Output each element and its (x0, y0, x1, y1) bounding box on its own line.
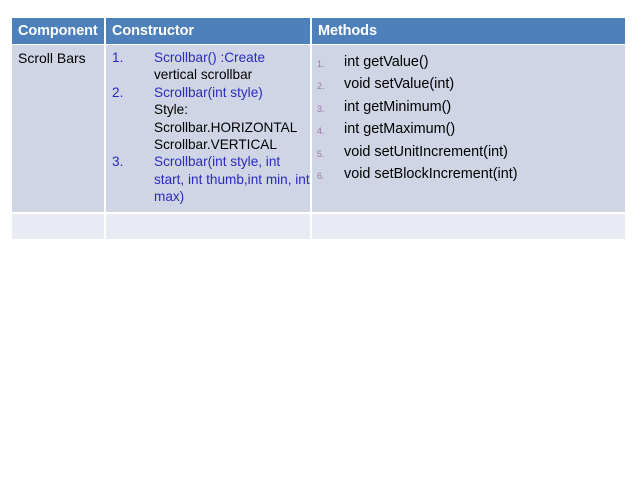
constructor-list-item: Scrollbar() :Create vertical scrollbar (106, 49, 310, 84)
method-list-item: int getMinimum() (317, 98, 452, 118)
cell-methods-empty (311, 211, 625, 241)
constructor-list-item: Scrollbar(int style) Style: Scrollbar.HO… (106, 84, 310, 154)
column-header-component: Component (12, 18, 106, 45)
awt-component-table: Component Constructor Methods Scroll Bar… (12, 18, 625, 241)
table-body: Scroll Bars Scrollbar() :Create vertical… (12, 44, 625, 241)
cell-component-empty (12, 211, 106, 241)
method-list-item: int getMaximum() (317, 121, 456, 140)
method-list-item: void setBlockIncrement(int) (317, 166, 518, 185)
component-name-label: Scroll Bars (18, 50, 86, 66)
method-list: int getValue() void setValue(int) int ge… (312, 45, 625, 191)
column-header-constructor: Constructor (105, 18, 312, 45)
method-list-item: int getValue() (317, 54, 429, 73)
table-row: Scroll Bars Scrollbar() :Create vertical… (12, 44, 625, 213)
method-list-item: void setUnitIncrement(int) (317, 143, 508, 163)
constructor-signature: Scrollbar() :Create (154, 50, 266, 65)
awt-component-table-wrapper: Component Constructor Methods Scroll Bar… (12, 18, 625, 241)
table-header: Component Constructor Methods (12, 18, 625, 45)
cell-methods: int getValue() void setValue(int) int ge… (311, 44, 625, 213)
constructor-list-item: Scrollbar(int style, int start, int thum… (106, 153, 310, 205)
constructor-description-line: vertical scrollbar (154, 67, 253, 83)
method-list-item: void setValue(int) (317, 76, 455, 95)
constructor-signature: Scrollbar(int style) (154, 84, 263, 100)
constructor-description-line: Style: (154, 102, 188, 118)
table-row-empty (12, 211, 625, 241)
constructor-description-line: Scrollbar.HORIZONTAL (154, 119, 298, 135)
column-header-methods: Methods (311, 18, 625, 45)
table-header-row: Component Constructor Methods (12, 18, 625, 45)
constructor-list: Scrollbar() :Create vertical scrollbar S… (106, 45, 310, 212)
constructor-description-line: Scrollbar.VERTICAL (154, 137, 277, 153)
cell-constructor: Scrollbar() :Create vertical scrollbar S… (105, 44, 312, 213)
cell-constructor-empty (105, 211, 312, 241)
cell-component: Scroll Bars (12, 44, 106, 213)
constructor-signature: Scrollbar(int style, int start, int thum… (154, 154, 310, 205)
